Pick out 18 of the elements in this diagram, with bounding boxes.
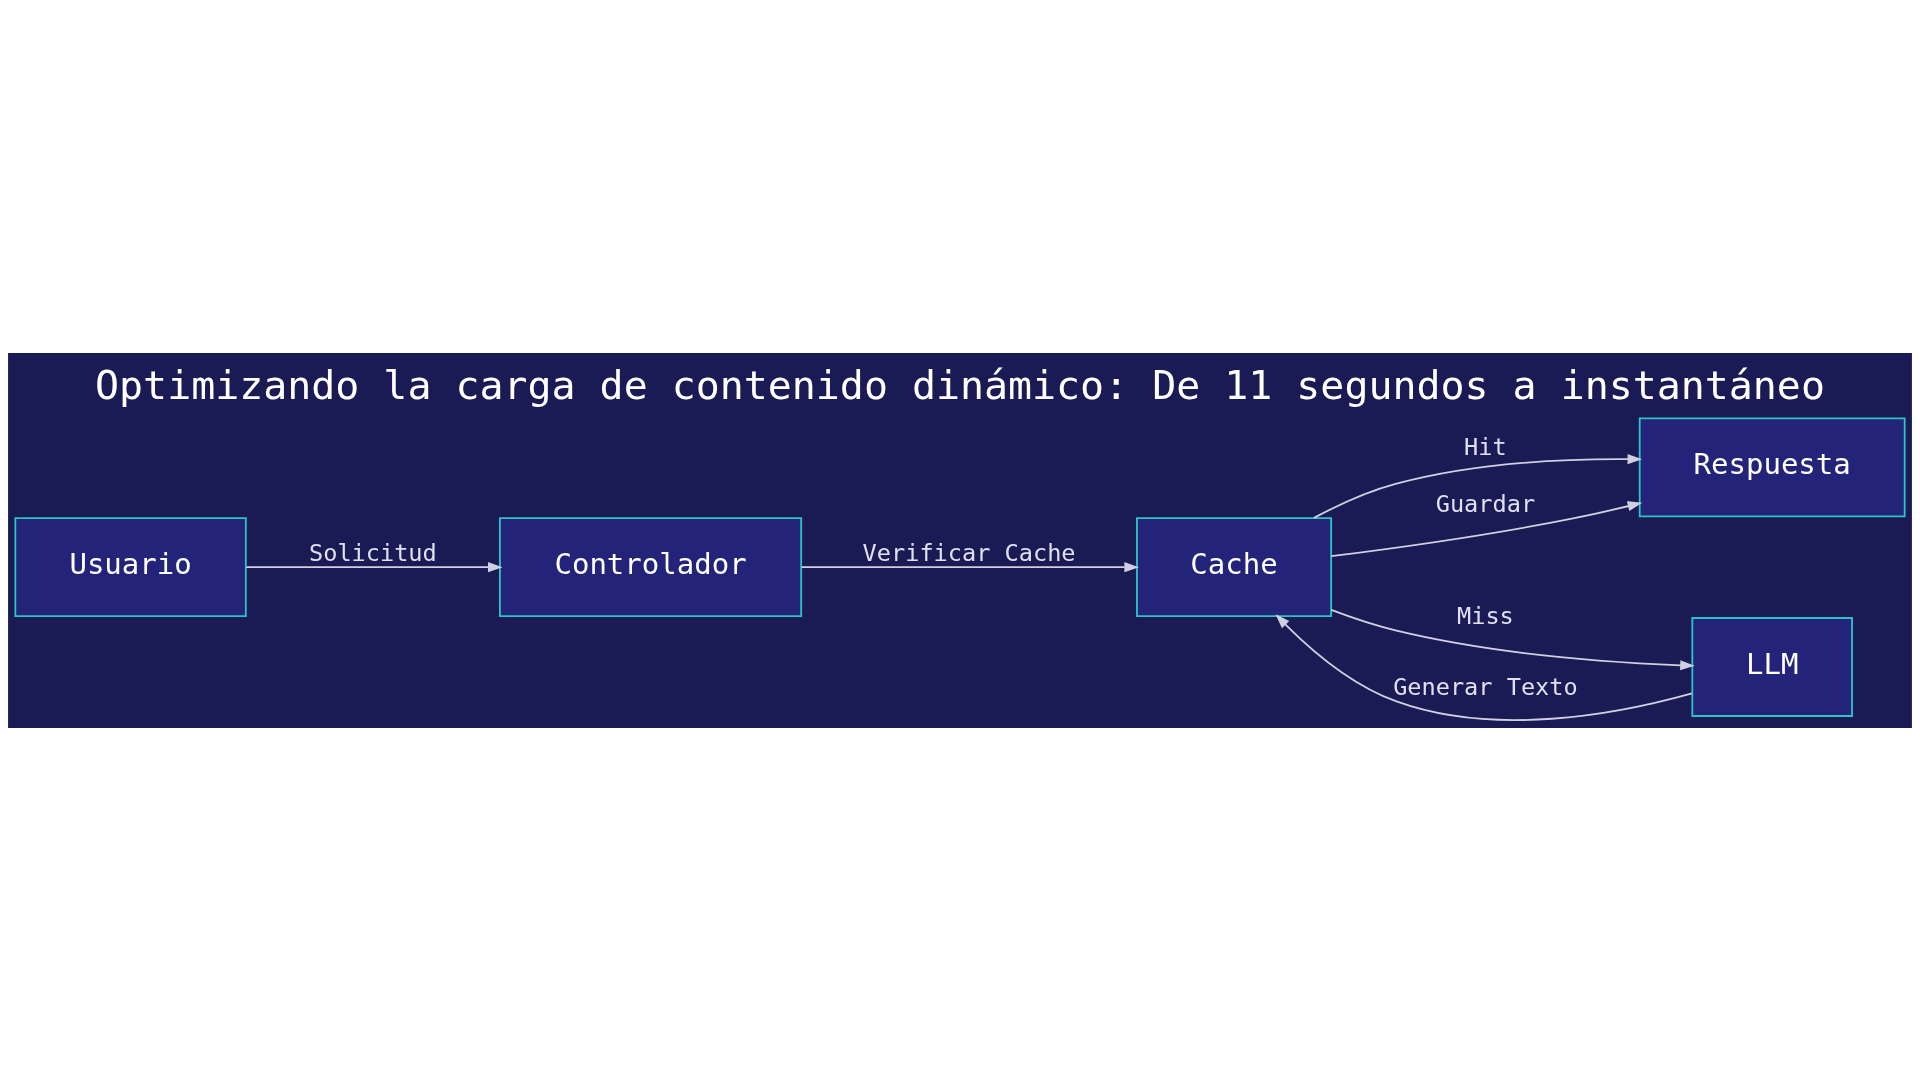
arrow xyxy=(1275,613,1693,721)
node-box: LLM xyxy=(1691,616,1853,717)
arrow xyxy=(1313,453,1643,519)
node-box: Respuesta xyxy=(1638,416,1906,517)
edge-label: Generar Texto xyxy=(1393,672,1578,701)
node-box: Usuario xyxy=(14,516,247,617)
node-box: Controlador xyxy=(499,516,803,617)
diagram-title: Optimizando la carga de contenido dinámico: De 11 segundos a instantáneo xyxy=(95,361,1825,408)
edge-label: Miss xyxy=(1457,601,1514,630)
edge-label: Solicitud xyxy=(308,538,437,567)
arrow xyxy=(800,561,1139,572)
arrow xyxy=(1330,608,1695,670)
edge-label: Hit xyxy=(1464,432,1507,461)
edge-label: Verificar Cache xyxy=(862,538,1076,567)
node-box: Cache xyxy=(1136,516,1333,617)
arrow xyxy=(1330,500,1643,557)
edge-label: Guardar xyxy=(1435,489,1536,518)
arrow xyxy=(245,561,503,572)
